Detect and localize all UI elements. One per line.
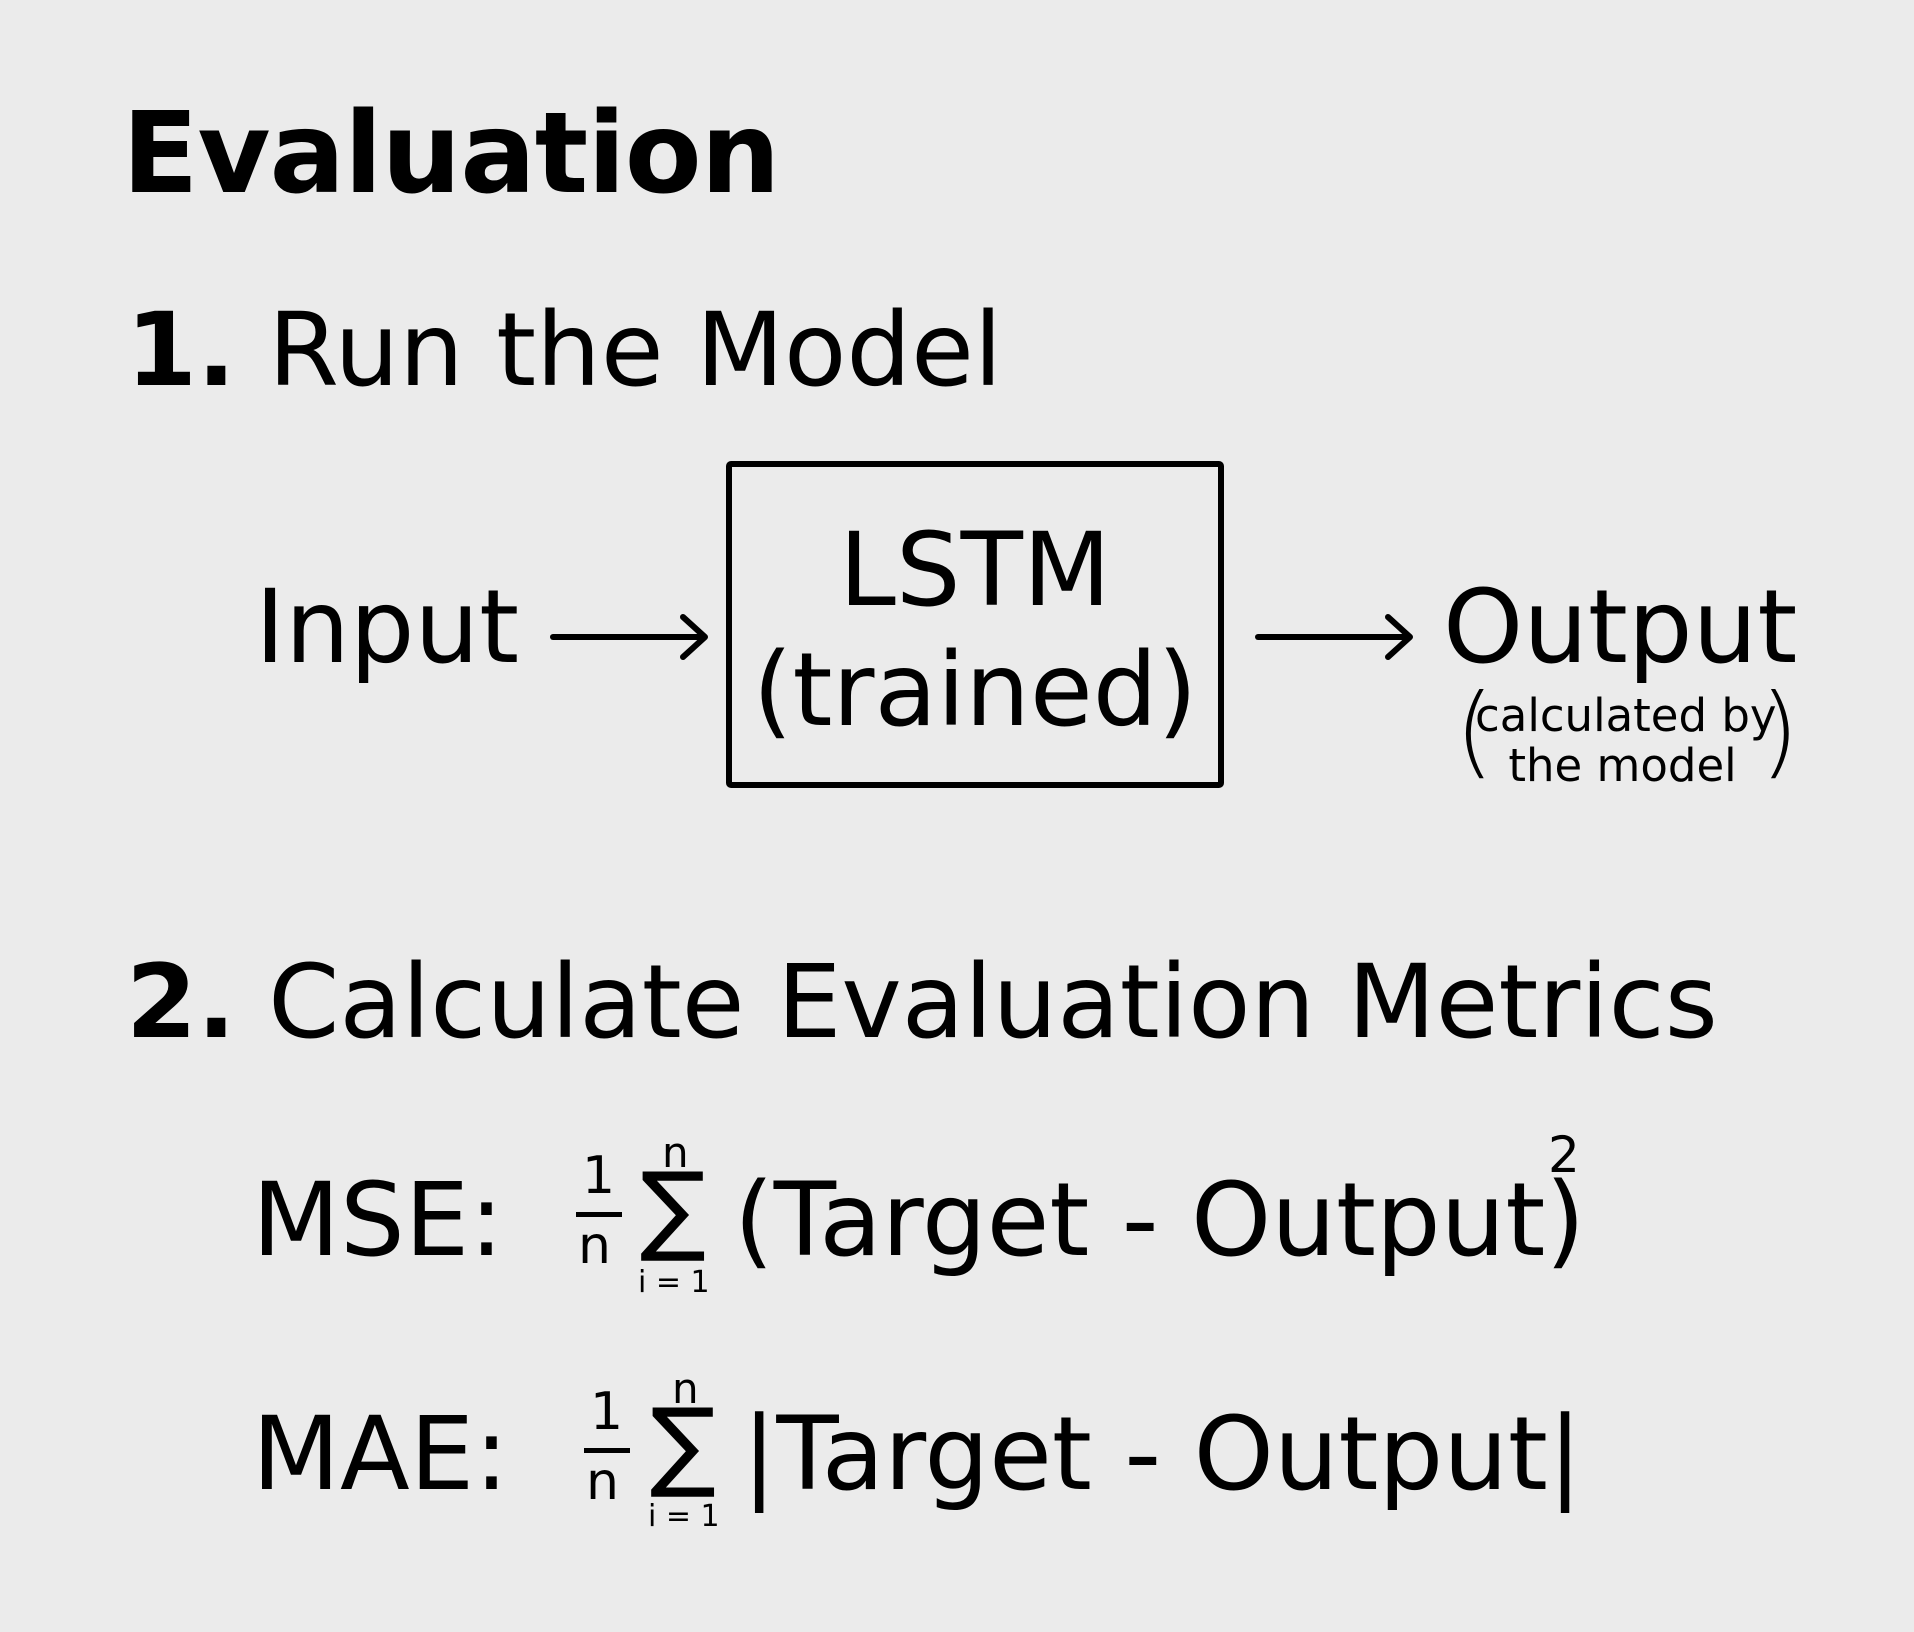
page-title: Evaluation bbox=[122, 89, 780, 219]
mae-label: MAE: bbox=[252, 1395, 509, 1514]
input-arrow-icon bbox=[550, 614, 708, 660]
output-note-line-1: calculated by bbox=[1475, 689, 1777, 742]
model-name: LSTM bbox=[839, 511, 1111, 630]
note-close-paren: ) bbox=[1760, 672, 1800, 789]
step-1-number: 1. bbox=[126, 291, 236, 410]
mse-sigma-icon: ∑ bbox=[640, 1152, 707, 1266]
mse-fraction-numerator: 1 bbox=[582, 1146, 616, 1206]
model-state: (trained) bbox=[752, 631, 1198, 750]
output-note-line-2: the model bbox=[1508, 739, 1737, 792]
mae-sum-lower: i = 1 bbox=[648, 1499, 720, 1534]
mse-sum-lower: i = 1 bbox=[638, 1265, 710, 1300]
step-1-heading: 1. Run the Model bbox=[126, 300, 1002, 402]
note-open-paren: ( bbox=[1455, 672, 1495, 789]
mse-fraction-bar bbox=[576, 1212, 622, 1217]
step-2-heading: 2. Calculate Evaluation Metrics bbox=[126, 952, 1718, 1054]
mae-expression: |Target - Output| bbox=[742, 1395, 1583, 1514]
mae-sum-upper: n bbox=[672, 1364, 699, 1413]
output-label: Output bbox=[1443, 568, 1798, 687]
mae-fraction-numerator: 1 bbox=[590, 1382, 624, 1442]
output-arrow-icon bbox=[1255, 614, 1413, 660]
output-note: ( calculated by the model ) bbox=[1455, 681, 1799, 793]
mse-fraction-denominator: n bbox=[578, 1216, 611, 1276]
lstm-box bbox=[726, 461, 1224, 788]
input-label: Input bbox=[255, 568, 520, 687]
mae-fraction-bar bbox=[584, 1448, 630, 1453]
mse-label: MSE: bbox=[252, 1161, 504, 1280]
mae-sigma-icon: ∑ bbox=[650, 1388, 717, 1502]
mse-exponent: 2 bbox=[1548, 1126, 1580, 1184]
mae-fraction-denominator: n bbox=[586, 1452, 619, 1512]
mse-sum-upper: n bbox=[662, 1128, 689, 1177]
mse-expression: (Target - Output) bbox=[734, 1161, 1586, 1280]
step-2-number: 2. bbox=[126, 943, 236, 1062]
step-1-label: Run the Model bbox=[268, 291, 1003, 410]
step-2-label: Calculate Evaluation Metrics bbox=[268, 943, 1718, 1062]
